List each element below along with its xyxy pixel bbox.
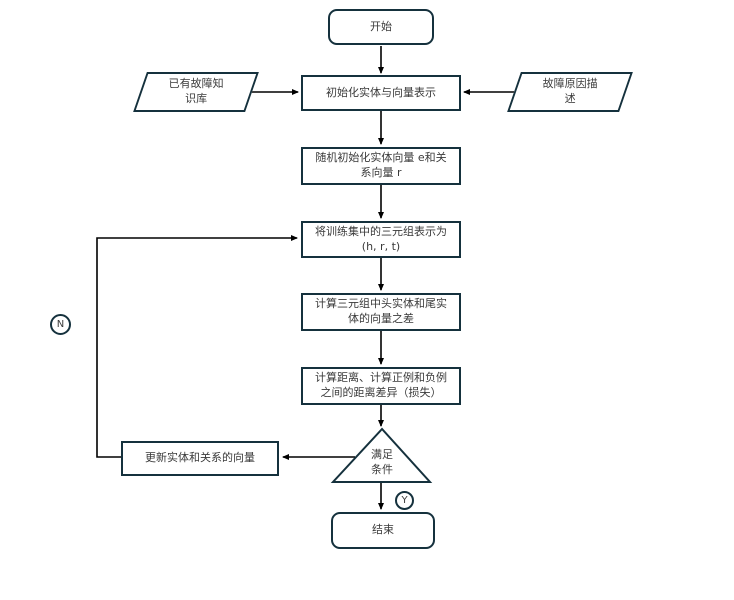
node-knowledge-base-label: 已有故障知 识库 xyxy=(168,77,224,105)
node-end-label: 结束 xyxy=(372,523,394,537)
node-fault-description-label: 故障原因描 述 xyxy=(542,77,598,105)
edge-label-no: N xyxy=(56,319,65,330)
node-end: 结束 xyxy=(331,512,435,549)
node-knowledge-base: 已有故障知 识库 xyxy=(133,72,259,112)
node-initialize-vectors-label: 初始化实体与向量表示 xyxy=(326,85,436,99)
node-random-init: 随机初始化实体向量 e和关 系向量 r xyxy=(301,147,461,185)
node-condition-label: 满足 条件 xyxy=(371,448,393,476)
edge-update-loopback xyxy=(96,235,298,458)
node-fault-description: 故障原因描 述 xyxy=(507,72,633,112)
node-condition-triangle xyxy=(330,427,433,483)
node-start-label: 开始 xyxy=(370,19,392,33)
node-triple-representation: 将训练集中的三元组表示为 (h, r, t) xyxy=(301,221,461,258)
node-vector-difference: 计算三元组中头实体和尾实 体的向量之差 xyxy=(301,293,461,331)
edge-label-no-circle: N xyxy=(50,314,71,335)
node-start: 开始 xyxy=(328,9,434,45)
node-random-init-label: 随机初始化实体向量 e和关 系向量 r xyxy=(315,151,447,179)
node-update-vectors: 更新实体和关系的向量 xyxy=(121,441,279,476)
edge-label-yes: Y xyxy=(401,495,408,506)
node-distance-loss: 计算距离、计算正例和负例 之间的距离差异（损失） xyxy=(301,367,461,405)
node-distance-loss-label: 计算距离、计算正例和负例 之间的距离差异（损失） xyxy=(315,371,447,399)
node-initialize-vectors: 初始化实体与向量表示 xyxy=(301,75,461,111)
node-triple-representation-label: 将训练集中的三元组表示为 (h, r, t) xyxy=(315,224,447,253)
node-update-vectors-label: 更新实体和关系的向量 xyxy=(145,451,255,465)
edge-label-yes-circle: Y xyxy=(395,491,414,510)
node-vector-difference-label: 计算三元组中头实体和尾实 体的向量之差 xyxy=(315,297,447,325)
